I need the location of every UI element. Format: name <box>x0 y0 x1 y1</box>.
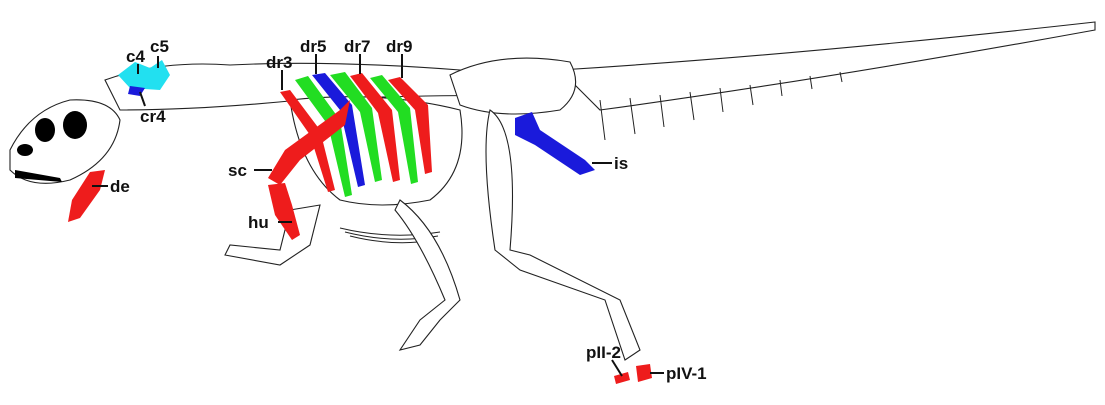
label-dr7: dr7 <box>344 37 370 56</box>
rib-dr4 <box>295 76 352 197</box>
humerus <box>268 183 300 240</box>
label-hu: hu <box>248 213 269 232</box>
tail-chevrons <box>599 71 843 141</box>
label-is: is <box>614 154 628 173</box>
label-sc: sc <box>228 161 247 180</box>
label-pII-2: pII-2 <box>586 343 621 362</box>
rib-dr9 <box>388 77 432 174</box>
phalanx-pIV-1 <box>636 364 652 382</box>
label-dr3: dr3 <box>266 53 292 72</box>
rib-dr5 <box>312 73 365 187</box>
forearm <box>224 204 321 266</box>
rib-dr3 <box>280 90 335 192</box>
label-pIV-1: pIV-1 <box>666 364 707 383</box>
hind-leg <box>485 109 641 361</box>
far-hind-leg <box>394 199 461 351</box>
label-c5: c5 <box>150 37 169 56</box>
rib-dr7 <box>350 73 400 182</box>
phalanx-pII-2 <box>614 372 630 384</box>
label-dr9: dr9 <box>386 37 412 56</box>
skull <box>9 99 121 184</box>
label-cr4: cr4 <box>140 107 166 126</box>
rib-dr8 <box>370 75 418 184</box>
rib-dr6 <box>330 72 382 182</box>
dentary-bone <box>68 170 105 222</box>
label-c4: c4 <box>126 47 145 66</box>
tail-vertebrae <box>558 21 1096 111</box>
label-de: de <box>110 177 130 196</box>
ilium <box>449 57 577 115</box>
ischium <box>515 112 595 175</box>
label-dr5: dr5 <box>300 37 326 56</box>
scapula <box>268 100 350 185</box>
skull-fenestrae <box>15 111 87 182</box>
leader-lines <box>92 54 664 377</box>
